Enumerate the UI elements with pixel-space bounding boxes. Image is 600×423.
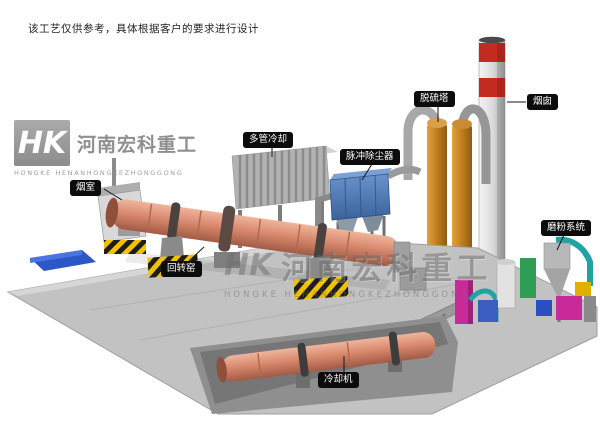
blue-pallet [30, 250, 96, 271]
multi-tube-cooler [231, 145, 338, 248]
disclaimer-note: 该工艺仅供参考，具体根据客户的要求进行设计 [28, 23, 259, 35]
cooling-machine [216, 331, 436, 388]
desulfurization-towers [403, 104, 491, 269]
label-rotary-kiln: 回转窑 [161, 261, 202, 277]
kiln-feed-end [393, 241, 411, 273]
label-cooling-machine: 冷却机 [318, 372, 359, 388]
label-leader-lines [103, 101, 565, 372]
rotary-kiln [105, 197, 400, 266]
label-multi-tube-cooler: 多管冷却 [243, 132, 294, 148]
grinding-system [520, 236, 596, 322]
label-pulse-dust-collector: 脉冲除尘器 [340, 149, 400, 165]
label-chimney: 烟囱 [527, 94, 559, 110]
label-desulfurization-tower: 脱硫塔 [414, 91, 455, 107]
label-smoke-chamber: 烟室 [70, 180, 102, 196]
label-grinding-system: 磨粉系统 [541, 220, 592, 236]
